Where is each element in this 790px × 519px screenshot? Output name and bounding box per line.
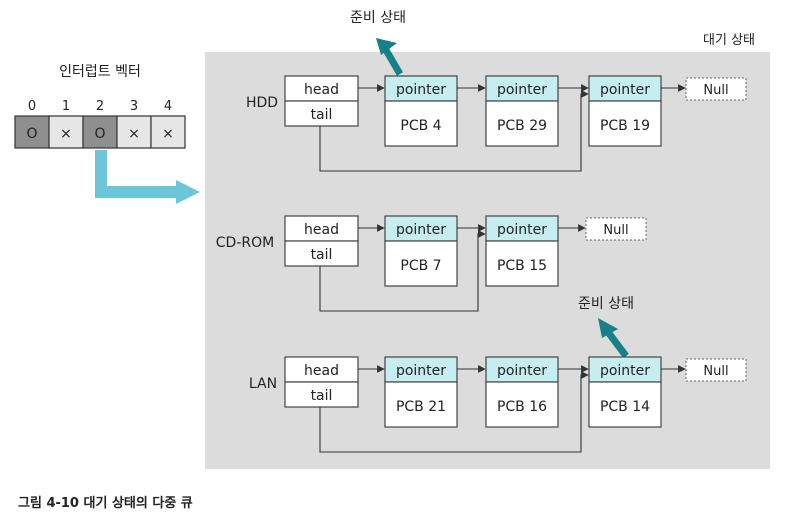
pointer-cell (588, 356, 662, 383)
head-cell (284, 215, 359, 242)
pcb-label: PCB 16 (497, 399, 547, 415)
head-label: head (304, 222, 339, 238)
vector-index: 4 (164, 99, 172, 114)
pcb-label: PCB 14 (600, 399, 650, 415)
null-label: Null (703, 83, 728, 98)
pointer-cell (384, 215, 458, 242)
tail-cell (284, 381, 359, 408)
vector-cell (150, 115, 186, 149)
pointer-label: pointer (396, 222, 446, 238)
ready-arrow-hdd-icon (376, 38, 404, 76)
tail-arrow (319, 90, 589, 172)
pcb-cell (588, 381, 662, 428)
ready-arrow-lan-icon (598, 318, 629, 359)
null-cell (685, 358, 747, 382)
pcb-cell (384, 240, 458, 287)
ready-state-label-lan: 준비 상태 (578, 296, 634, 312)
pcb-label: PCB 15 (497, 258, 547, 274)
tail-arrow (319, 230, 486, 312)
figure-caption: 그림 4-10 대기 상태의 다중 큐 (18, 495, 193, 511)
pcb-cell (588, 100, 662, 147)
null-cell (685, 77, 747, 101)
vector-cell-symbol: × (60, 126, 72, 142)
vector-cell (116, 115, 152, 149)
pcb-label: PCB 19 (600, 118, 650, 134)
pointer-label: pointer (497, 82, 547, 98)
pointer-label: pointer (600, 363, 650, 379)
pointer-label: pointer (396, 363, 446, 379)
pointer-cell (588, 75, 662, 102)
head-label: head (304, 363, 339, 379)
tail-arrow (319, 371, 589, 453)
pcb-cell (485, 100, 559, 147)
tail-cell (284, 240, 359, 267)
ready-state-label-top: 준비 상태 (350, 10, 406, 26)
pcb-cell (384, 100, 458, 147)
vector-to-queue-arrow-icon (95, 150, 200, 204)
vector-index: 0 (28, 99, 36, 114)
device-label: CD-ROM (216, 235, 274, 251)
vector-cell (48, 115, 84, 149)
head-label: head (304, 82, 339, 98)
vector-cell-symbol: × (128, 126, 140, 142)
pcb-label: PCB 21 (396, 399, 446, 415)
pointer-label: pointer (497, 222, 547, 238)
null-cell (585, 217, 647, 241)
pcb-cell (384, 381, 458, 428)
null-label: Null (703, 364, 728, 379)
tail-label: tail (311, 247, 333, 263)
pointer-label: pointer (600, 82, 650, 98)
tail-label: tail (311, 107, 333, 123)
pointer-label: pointer (497, 363, 547, 379)
pcb-cell (485, 381, 559, 428)
pcb-cell (485, 240, 559, 287)
vector-index: 3 (130, 99, 138, 114)
head-cell (284, 356, 359, 383)
vector-index: 2 (96, 99, 104, 114)
vector-cell-symbol: O (94, 126, 105, 142)
vector-cell (14, 115, 50, 149)
pcb-label: PCB 7 (400, 258, 441, 274)
pointer-cell (384, 75, 458, 102)
pcb-label: PCB 4 (400, 118, 441, 134)
vector-cell (82, 115, 118, 149)
pcb-label: PCB 29 (497, 118, 547, 134)
null-label: Null (603, 223, 628, 238)
device-label: LAN (249, 376, 277, 392)
device-label: HDD (246, 95, 278, 111)
vector-index: 1 (62, 99, 70, 114)
tail-cell (284, 100, 359, 127)
interrupt-vector: 인터럽트 벡터 0 1 2 3 4 O × O × × (14, 64, 186, 149)
vector-cell-symbol: × (162, 126, 174, 142)
interrupt-vector-title: 인터럽트 벡터 (59, 64, 141, 80)
pointer-cell (384, 356, 458, 383)
waiting-state-label: 대기 상태 (703, 33, 755, 48)
tail-label: tail (311, 388, 333, 404)
pointer-label: pointer (396, 82, 446, 98)
vector-cell-symbol: O (26, 126, 37, 142)
